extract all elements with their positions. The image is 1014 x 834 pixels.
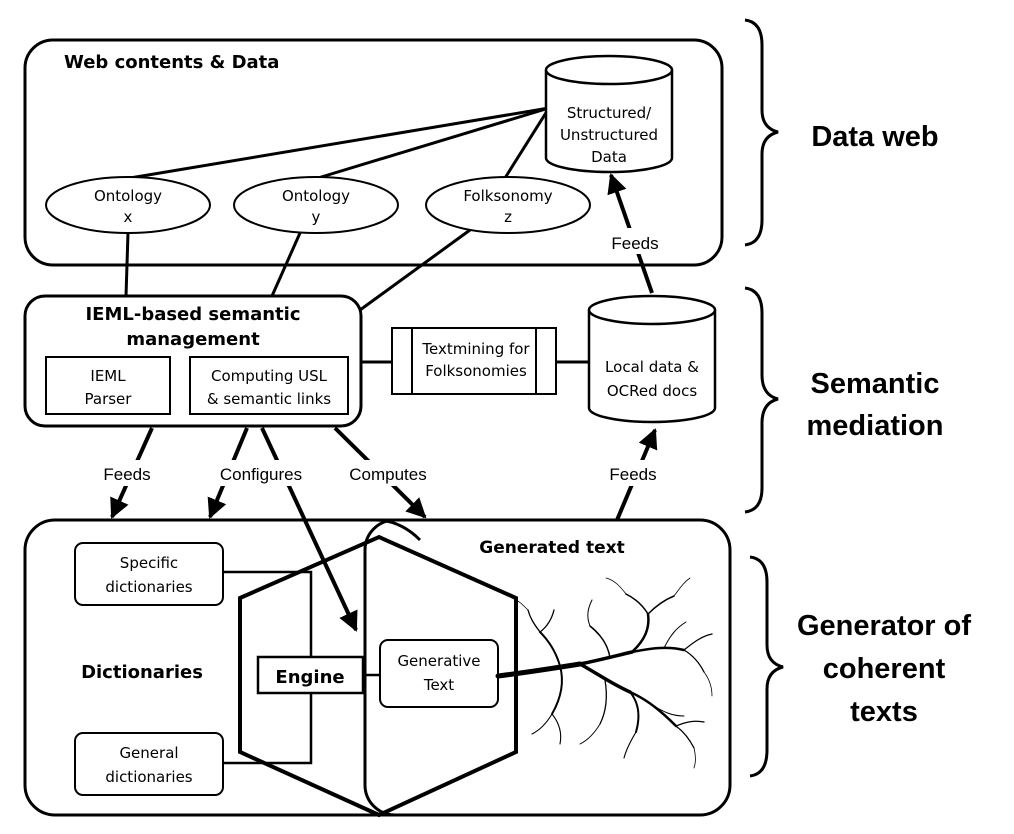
textmining-line2: Folksonomies <box>425 362 527 380</box>
general-dictionaries-box: General dictionaries <box>74 732 224 796</box>
structured-data-database: Structured/ Unstructured Data <box>544 54 674 174</box>
textmining-line1: Textmining for <box>421 340 530 358</box>
generative-text-line1: Generative <box>397 652 480 670</box>
folksonomy-z-line2: z <box>504 208 512 226</box>
local-data-line1: Local data & <box>605 358 699 376</box>
brace-semantic-mediation <box>744 286 779 514</box>
web-contents-title: Web contents & Data <box>64 52 279 73</box>
tree-branches-icon <box>495 577 713 769</box>
ontology-y-node: Ontology y <box>233 176 399 234</box>
engine-box: Engine <box>256 655 365 695</box>
section-semantic-line2: mediation <box>807 410 944 442</box>
computing-usl-box: Computing USL & semantic links <box>189 356 349 415</box>
local-data-line2: OCRed docs <box>607 382 697 400</box>
computing-usl-line1: Computing USL <box>211 367 328 385</box>
generative-text-box: Generative Text <box>379 639 499 708</box>
specific-dictionaries-line1: Specific <box>120 554 178 572</box>
dictionaries-title: Dictionaries <box>81 662 203 683</box>
database-label-line1: Structured/ <box>567 104 652 122</box>
brace-generator <box>749 555 784 778</box>
section-generator-line1: Generator of <box>797 610 971 642</box>
feeds-label-right: Feeds <box>609 465 656 484</box>
ieml-parser-box: IEML Parser <box>45 356 171 415</box>
textmining-box: Textmining for Folksonomies <box>391 327 557 395</box>
general-dictionaries-line1: General <box>119 744 178 762</box>
generated-text-title: Generated text <box>479 538 624 558</box>
database-label-line2: Unstructured <box>560 126 658 144</box>
ieml-title-line1: IEML-based semantic <box>85 304 300 325</box>
generative-text-line2: Text <box>423 676 454 694</box>
section-semantic-line1: Semantic <box>811 368 940 400</box>
database-label-line3: Data <box>591 148 627 166</box>
ontology-x-node: Ontology x <box>45 176 211 234</box>
folksonomy-z-line1: Folksonomy <box>463 187 552 205</box>
dictionaries-box-outline <box>374 518 422 542</box>
section-generator-line3: texts <box>850 696 918 728</box>
general-dictionaries-line2: dictionaries <box>105 768 192 786</box>
specific-dictionaries-box: Specific dictionaries <box>74 542 224 606</box>
arrow-labels: Feeds Feeds Configures Computes Feeds <box>92 228 672 486</box>
configures-label: Configures <box>220 465 302 484</box>
ieml-parser-line1: IEML <box>90 367 126 385</box>
feeds-label-top: Feeds <box>611 234 658 253</box>
engine-hexagon <box>238 534 518 818</box>
section-braces <box>744 18 784 778</box>
computes-label: Computes <box>349 465 426 484</box>
ieml-parser-line2: Parser <box>85 390 133 408</box>
computing-usl-line2: & semantic links <box>207 390 331 408</box>
section-labels: Data web Semantic mediation Generator of… <box>797 121 971 728</box>
brace-data-web <box>744 18 779 247</box>
section-generator-line2: coherent <box>823 653 946 685</box>
folksonomy-z-node: Folksonomy z <box>425 176 591 234</box>
ontology-x-line1: Ontology <box>94 187 162 205</box>
local-data-database: Local data & OCRed docs <box>587 294 717 424</box>
ontology-y-line2: y <box>312 208 321 226</box>
ontology-x-line2: x <box>124 208 133 226</box>
ontology-y-line1: Ontology <box>282 187 350 205</box>
specific-dictionaries-line2: dictionaries <box>105 578 192 596</box>
section-data-web: Data web <box>811 121 938 153</box>
ontology-links <box>124 106 551 312</box>
engine-label: Engine <box>275 667 344 688</box>
ieml-title-line2: management <box>126 329 260 350</box>
feeds-label-left: Feeds <box>103 465 150 484</box>
